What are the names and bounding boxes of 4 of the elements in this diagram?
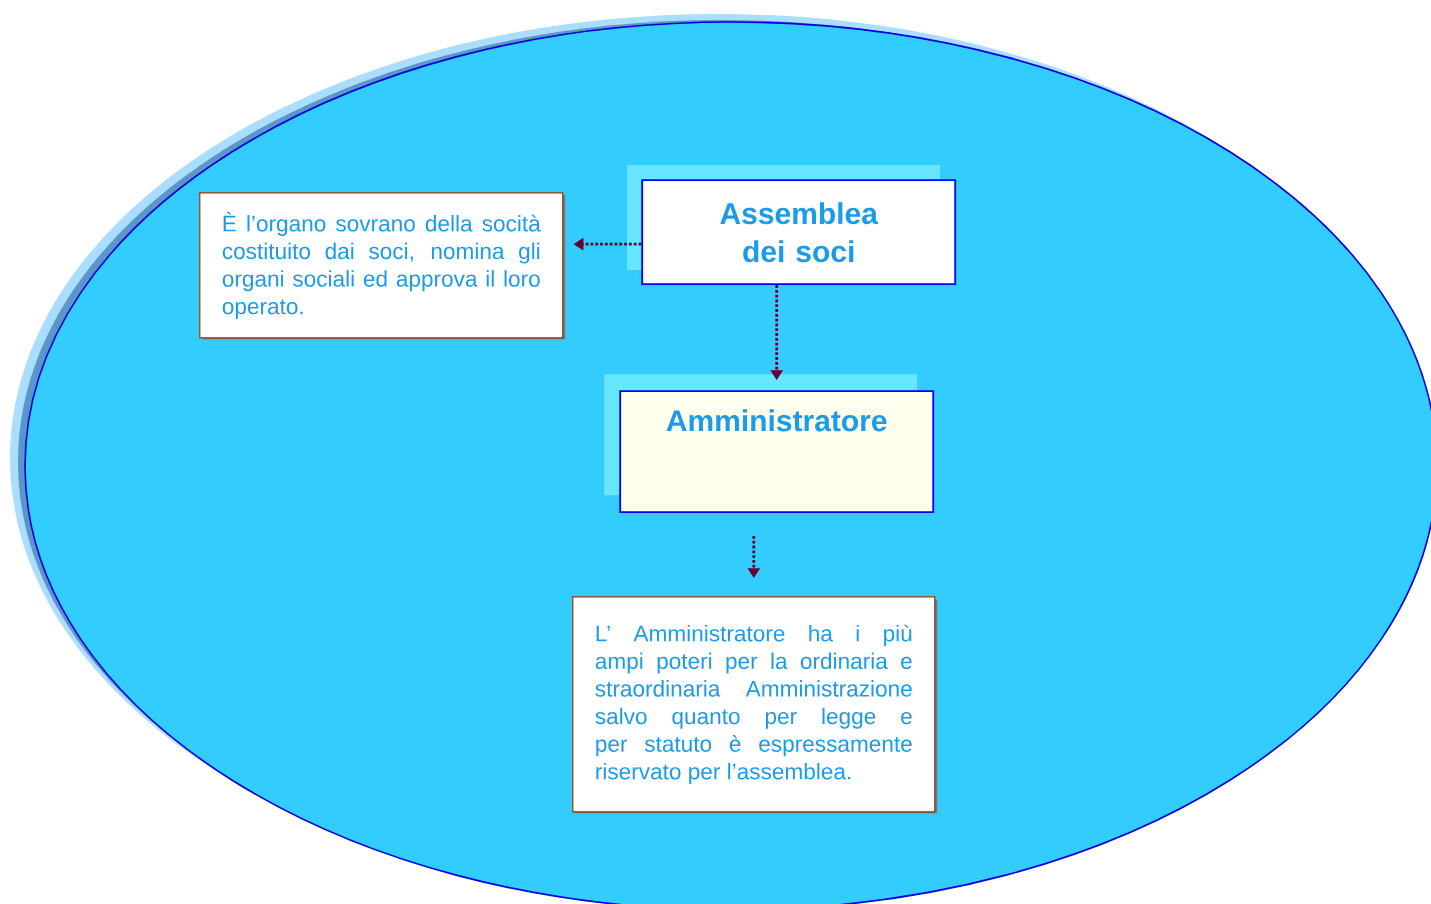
process-box: Assemblea dei soci — [641, 179, 957, 286]
text-box: L’ Amministratore ha i più ampi poteri per la ordinaria e straordinaria Amministrazione salvo quanto per legge e per statuto è espressamente riservato per l’assemblea. — [572, 596, 936, 813]
text-box: È l’organo sovrano della socità costituito dai soci, nomina gli organi sociali ed approva il loro operato. — [199, 192, 564, 339]
process-box: Amministratore — [619, 390, 935, 513]
